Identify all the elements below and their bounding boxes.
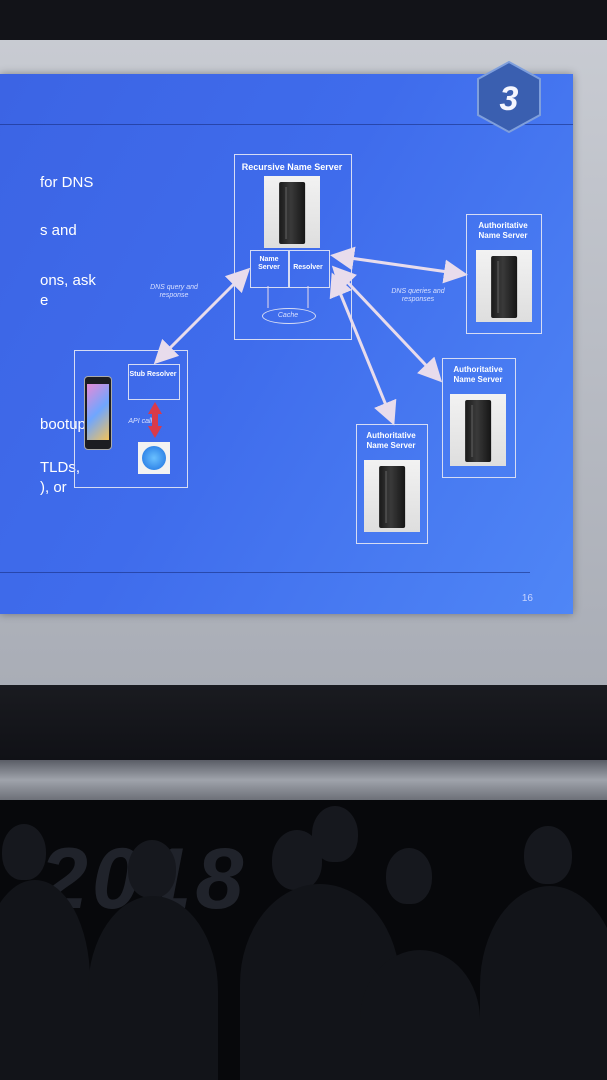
authoritative-label-2: Authoritative Name Server (453, 365, 503, 384)
slide-page-number: 16 (521, 593, 533, 604)
diagram-arrows (148, 246, 468, 438)
audience-head (312, 806, 358, 862)
api-calls-label: API calls (128, 418, 156, 425)
bullet-text-1: for DNS (40, 174, 94, 191)
badge-number: 3 (500, 80, 519, 118)
name-server-box (250, 250, 290, 288)
authoritative-server-box-2 (442, 358, 516, 478)
arrow-stub-to-recursive (153, 267, 251, 365)
authoritative-server-image-2 (450, 394, 506, 466)
presentation-slide: for DNS s and ons, ask e bootup TLDs, ),… (0, 74, 573, 614)
authoritative-server-image-1 (476, 250, 532, 322)
audience-head (128, 840, 176, 898)
phone-icon (84, 376, 112, 450)
client-device-box (74, 350, 188, 488)
audience-head (2, 824, 46, 880)
ceiling-band (0, 0, 607, 40)
authoritative-server-image-3 (364, 460, 420, 532)
stage-edge (0, 760, 607, 800)
recursive-name-server-title: Recursive Name Server (241, 162, 343, 172)
name-server-label: Name Server (258, 256, 280, 271)
hexagon-badge-icon: 3 (477, 60, 541, 134)
bullet-text-3: ons, ask (40, 272, 96, 289)
audience-shoulder (88, 896, 218, 1080)
recursive-server-image (264, 176, 320, 248)
cache-box (262, 308, 316, 324)
audience-head (386, 848, 432, 904)
stub-resolver-label: Stub Resolver (129, 371, 177, 378)
bullet-text-6: TLDs, (40, 459, 81, 476)
slide-footer-rule (0, 572, 530, 573)
audience-shoulder (0, 880, 90, 1080)
resolver-box (288, 250, 330, 288)
audience-shoulder (480, 886, 607, 1080)
stage-wall (0, 685, 607, 760)
compass-app-icon (138, 442, 170, 474)
api-calls-arrow (148, 402, 162, 438)
audience-shoulder (360, 950, 480, 1080)
arrow-recursive-to-auth-3 (329, 272, 397, 426)
slide-header-rule (0, 124, 573, 125)
authoritative-label-1: Authoritative Name Server (478, 221, 528, 240)
bullet-text-7: ), or (40, 479, 67, 496)
cache-label: Cache (277, 312, 299, 319)
authoritative-label-3: Authoritative Name Server (366, 431, 416, 450)
resolver-label: Resolver (293, 264, 323, 271)
bullet-text-4: e (40, 292, 49, 309)
audience-area: 2018 (0, 800, 607, 1080)
arrow-recursive-to-auth-1 (330, 246, 468, 284)
audience-head (524, 826, 572, 884)
stub-resolver-box (128, 364, 180, 400)
bullet-text-2: s and (40, 222, 77, 239)
